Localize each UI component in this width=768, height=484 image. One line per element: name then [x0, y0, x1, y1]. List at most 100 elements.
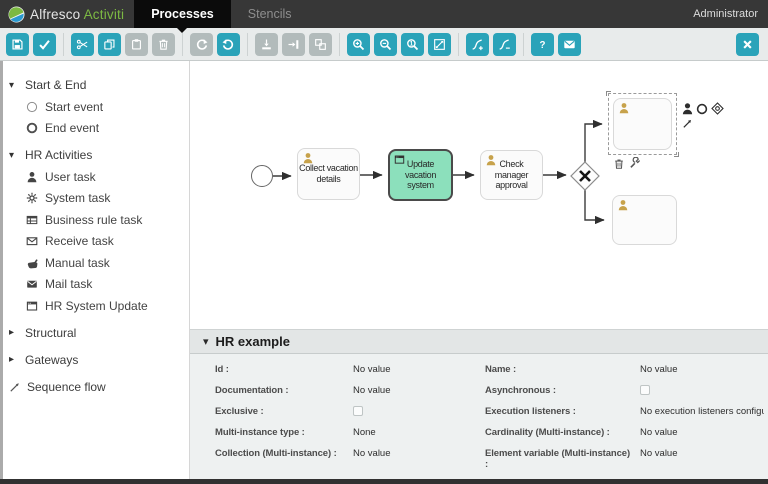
quick-add-user-task-icon[interactable]: [681, 102, 694, 115]
task-empty-top[interactable]: [613, 98, 672, 150]
morph-wrench-icon[interactable]: [629, 157, 641, 169]
quick-connect-arrow-icon[interactable]: [682, 118, 693, 129]
zoom-out-button[interactable]: [374, 32, 397, 56]
zoom-fit-button[interactable]: [428, 32, 451, 56]
palette-section-gateways[interactable]: ▸Gateways: [9, 352, 79, 367]
sequence-flow-icon: [10, 382, 19, 392]
save-icon: [12, 38, 23, 50]
palette-item-business-rule-task[interactable]: Business rule task: [0, 209, 189, 231]
palette-item-hr-system-update[interactable]: HR System Update: [0, 295, 189, 317]
tab-stencils[interactable]: Stencils: [247, 7, 292, 21]
prop-label-cardinality-multi-instance: Cardinality (Multi-instance) :: [485, 426, 610, 438]
zoom-in-button[interactable]: [347, 32, 370, 56]
bendpoint-remove-button[interactable]: [493, 32, 516, 56]
bpmn-canvas[interactable]: Collect vacation details Update vacation…: [190, 61, 768, 329]
user-icon: [303, 153, 313, 164]
selected-task[interactable]: [606, 91, 679, 157]
sidebar-scrollbar[interactable]: [0, 61, 3, 484]
palette-item-mail-task[interactable]: Mail task: [0, 274, 189, 296]
user-task-icon: [27, 171, 37, 182]
start-event-node[interactable]: [251, 165, 273, 187]
align-vertical-icon: [262, 38, 271, 49]
checkbox[interactable]: [353, 406, 363, 417]
chevron-right-icon: ▸: [9, 354, 15, 365]
tab-processes[interactable]: Processes: [134, 0, 231, 33]
task-update-vacation-system[interactable]: Update vacation system: [388, 149, 453, 201]
resize-handle[interactable]: [674, 152, 679, 157]
validate-button[interactable]: [33, 32, 56, 56]
toolbar-close-area: [734, 32, 761, 56]
quick-add-gateway-icon[interactable]: [711, 102, 724, 115]
paste-icon: [132, 38, 141, 50]
prop-label-asynchronous: Asynchronous :: [485, 384, 556, 396]
redo-button[interactable]: [190, 32, 213, 56]
palette-section-hr-activities[interactable]: ▾HR Activities: [9, 148, 93, 162]
help-button[interactable]: ?: [531, 32, 554, 56]
cut-button[interactable]: [71, 32, 94, 56]
align-horizontal-icon: [288, 39, 299, 49]
toolbar-separator: [63, 32, 64, 56]
task-collect-vacation-details[interactable]: Collect vacation details: [297, 148, 360, 200]
resize-handle[interactable]: [606, 91, 611, 96]
palette-item-user-task[interactable]: User task: [0, 166, 189, 188]
editor-toolbar: 1?: [0, 28, 768, 61]
copy-button[interactable]: [98, 32, 121, 56]
zoom-in-icon: [353, 38, 365, 50]
task-empty-bottom[interactable]: [612, 195, 677, 245]
palette-section-start-end[interactable]: ▾Start & End: [9, 78, 87, 92]
palette-item-end-event[interactable]: End event: [0, 118, 189, 140]
bendpoint-remove-icon: [499, 38, 510, 50]
align-vertical-button[interactable]: [255, 32, 278, 56]
delete-node-icon[interactable]: [613, 158, 625, 170]
close-button[interactable]: [736, 32, 759, 56]
hr-system-update-icon: [394, 155, 405, 164]
palette-item-manual-task[interactable]: Manual task: [0, 252, 189, 274]
zoom-fit-icon: [434, 38, 445, 50]
prop-value-execution-listeners[interactable]: No execution listeners configured: [640, 405, 764, 417]
prop-value-collection-multi-instance[interactable]: No value: [353, 447, 391, 459]
quick-add-end-event-icon[interactable]: [696, 103, 708, 115]
align-horizontal-button[interactable]: [282, 32, 305, 56]
delete-icon: [159, 39, 168, 50]
sequence-flow-connectors[interactable]: [190, 61, 768, 329]
user-icon: [486, 155, 496, 166]
palette-item-receive-task[interactable]: Receive task: [0, 231, 189, 253]
current-user-label[interactable]: Administrator: [693, 8, 758, 20]
prop-value-asynchronous[interactable]: [640, 380, 764, 401]
exclusive-gateway[interactable]: [570, 161, 600, 191]
paste-button[interactable]: [125, 32, 148, 56]
palette-item-start-event[interactable]: Start event: [0, 96, 189, 118]
delete-button[interactable]: [152, 32, 175, 56]
system-task-icon: [26, 193, 38, 204]
user-icon: [619, 103, 629, 114]
prop-value-cardinality-multi-instance[interactable]: No value: [640, 426, 678, 438]
save-button[interactable]: [6, 32, 29, 56]
prop-value-multi-instance-type[interactable]: None: [353, 426, 376, 438]
chevron-down-icon[interactable]: ▾: [203, 336, 209, 348]
horizontal-scrollbar[interactable]: [0, 479, 768, 484]
palette-section-structural[interactable]: ▸Structural: [9, 325, 77, 340]
palette-item-system-task[interactable]: System task: [0, 188, 189, 210]
same-size-icon: [315, 38, 326, 50]
checkbox[interactable]: [640, 385, 650, 396]
prop-value-name[interactable]: No value: [640, 364, 678, 375]
alfresco-activiti-logo: Alfresco Activiti: [0, 6, 134, 23]
prop-label-execution-listeners: Execution listeners :: [485, 405, 576, 417]
prop-value-documentation[interactable]: No value: [353, 384, 391, 396]
prop-value-exclusive[interactable]: [353, 401, 485, 422]
prop-value-id[interactable]: No value: [353, 364, 391, 375]
task-check-manager-approval[interactable]: Check manager approval: [480, 150, 543, 200]
palette-item-sequence-flow[interactable]: Sequence flow: [0, 376, 189, 398]
prop-value-element-variable-multi-instance[interactable]: No value: [640, 447, 678, 459]
same-size-button[interactable]: [309, 32, 332, 56]
undo-button[interactable]: [217, 32, 240, 56]
zoom-actual-button[interactable]: 1: [401, 32, 424, 56]
prop-label-documentation: Documentation :: [215, 384, 289, 396]
prop-label-name: Name :: [485, 364, 517, 375]
bendpoint-add-button[interactable]: [466, 32, 489, 56]
feedback-button[interactable]: [558, 32, 581, 56]
